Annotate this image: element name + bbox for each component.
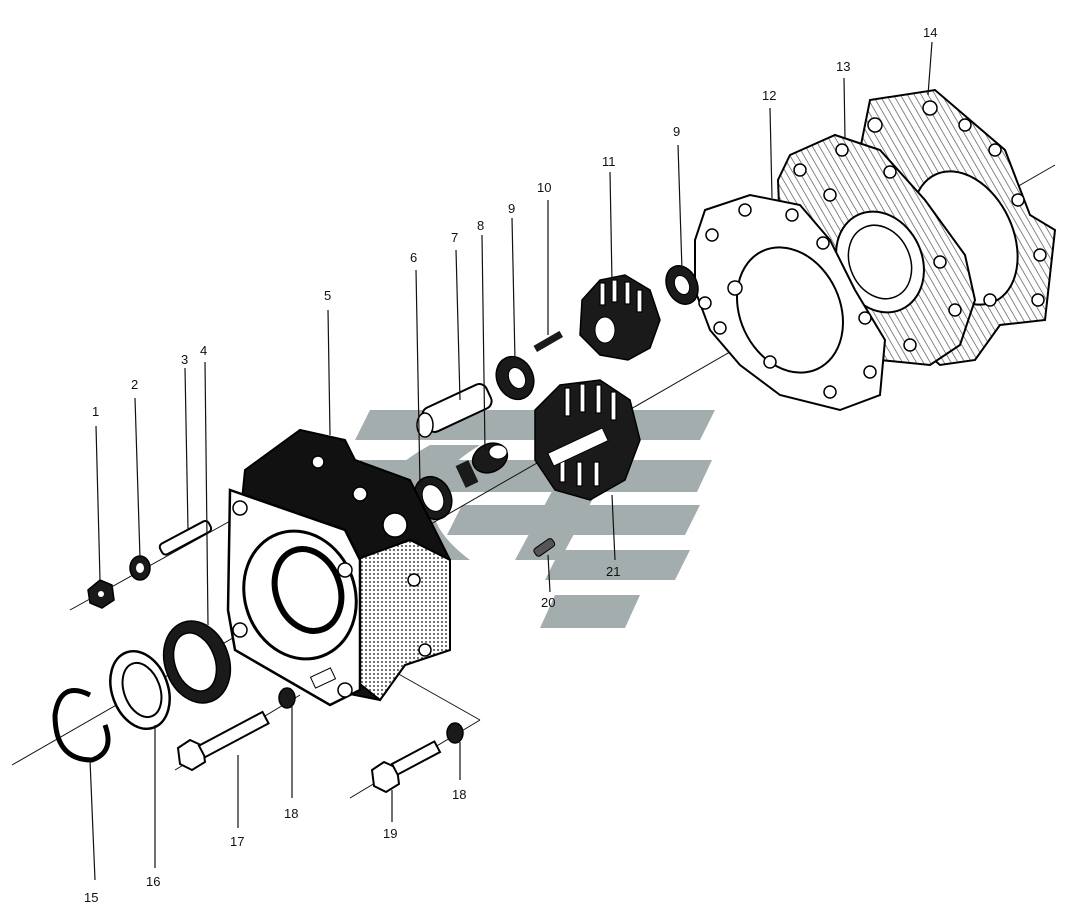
callout-1: 1	[92, 404, 99, 419]
callout-12: 12	[762, 88, 776, 103]
gasket-part-12	[694, 193, 887, 412]
callout-7: 7	[451, 230, 458, 245]
callout-16: 16	[146, 874, 160, 889]
callout-18-left: 18	[284, 806, 298, 821]
washer-part-2	[129, 555, 151, 581]
callout-18-right: 18	[452, 787, 466, 802]
callout-10: 10	[537, 180, 551, 195]
washer-part-9-left	[495, 355, 535, 401]
stud-part-3	[158, 519, 213, 556]
callout-15: 15	[84, 890, 98, 905]
watermark-bar	[545, 550, 690, 580]
pin-part-20	[533, 538, 556, 557]
callout-20: 20	[541, 595, 555, 610]
bearing-part-4	[162, 620, 232, 704]
callout-5: 5	[324, 288, 331, 303]
spacer-ring-part-16	[109, 649, 171, 731]
key-part-10	[533, 330, 563, 352]
bolt-part-17	[176, 710, 270, 772]
gear-part-11	[579, 274, 661, 361]
callout-labels: 1 2 3 4 5 6 7 8 9 10 11 9 12 13 14 15 16…	[84, 25, 937, 905]
bolt-part-19	[370, 740, 442, 794]
callout-17: 17	[230, 834, 244, 849]
callout-2: 2	[131, 377, 138, 392]
callout-11: 11	[602, 154, 616, 169]
shaft-part-7	[416, 383, 493, 438]
watermark-bar	[540, 595, 640, 628]
circlip-part-15	[52, 688, 111, 763]
flange-axis	[394, 671, 481, 721]
callout-14: 14	[923, 25, 937, 40]
housing-part-5	[226, 428, 451, 707]
nut-part-1	[87, 579, 115, 609]
washer-part-9-right	[665, 265, 699, 305]
callout-8: 8	[477, 218, 484, 233]
callout-9-left: 9	[508, 201, 515, 216]
callout-9-right: 9	[673, 124, 680, 139]
callout-4: 4	[200, 343, 207, 358]
bushing-part-8	[455, 442, 509, 488]
gear-part-21	[534, 379, 641, 501]
callout-21: 21	[606, 564, 620, 579]
callout-6: 6	[410, 250, 417, 265]
callout-3: 3	[181, 352, 188, 367]
washer-part-18-right	[446, 722, 464, 744]
leader-lines	[89, 41, 933, 881]
callout-13: 13	[836, 59, 850, 74]
washer-part-18-left	[278, 687, 296, 709]
callout-19: 19	[383, 826, 397, 841]
